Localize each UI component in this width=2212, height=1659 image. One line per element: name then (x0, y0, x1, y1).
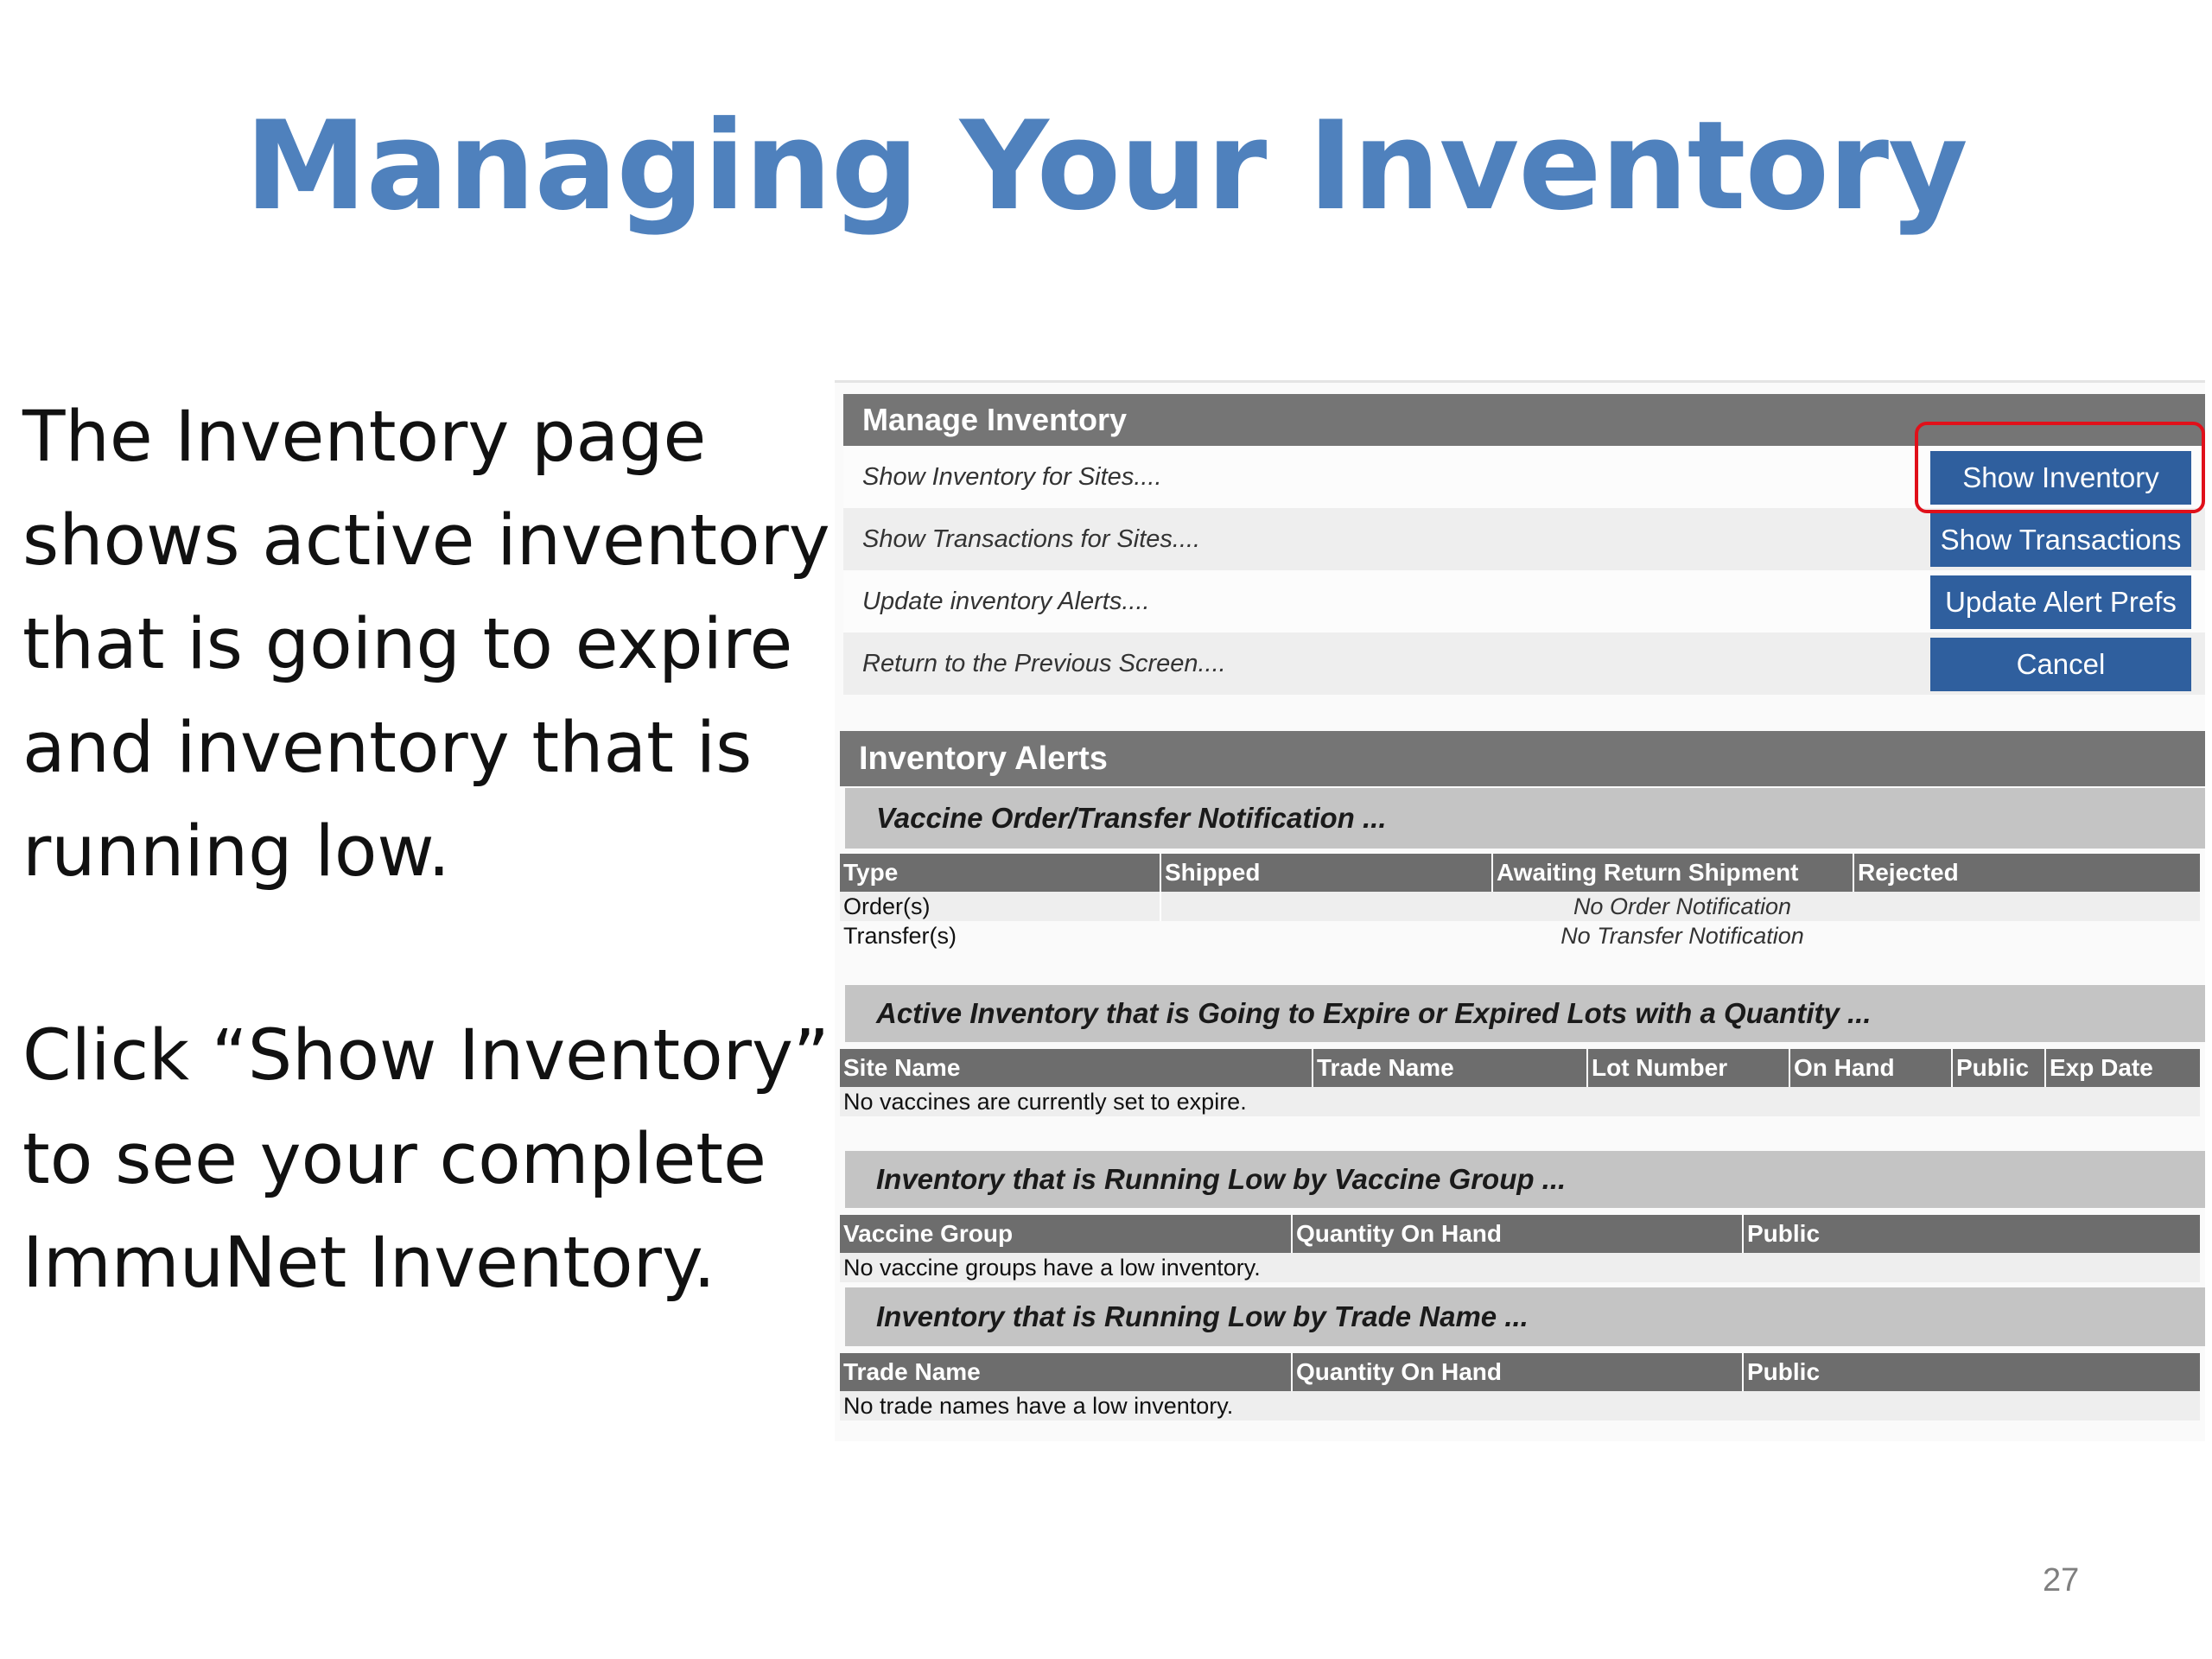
instruction-paragraph: Click “Show Inventory” to see your compl… (22, 1004, 830, 1315)
manage-row-label: Update inventory Alerts.... (862, 588, 1150, 615)
column-header: Site Name (843, 1054, 961, 1081)
row-message: No Order Notification (1573, 893, 1792, 919)
low-by-trade-section-heading: Inventory that is Running Low by Trade N… (845, 1287, 2205, 1346)
column-header: Vaccine Group (843, 1220, 1014, 1247)
intro-line: The Inventory page (22, 397, 707, 478)
manage-row-label: Show Inventory for Sites.... (862, 463, 1162, 491)
notification-table-header: Type Shipped Awaiting Return Shipment Re… (840, 854, 2200, 892)
table-row: No trade names have a low inventory. (840, 1391, 2200, 1421)
table-row: Transfer(s) No Transfer Notification (840, 921, 2200, 950)
notification-section-heading: Vaccine Order/Transfer Notification ... (845, 788, 2205, 849)
row-message: No Transfer Notification (1560, 923, 1804, 949)
table-row: Order(s) No Order Notification (840, 892, 2200, 921)
expiring-section-heading: Active Inventory that is Going to Expire… (845, 985, 2205, 1042)
column-header: Awaiting Return Shipment (1491, 854, 1853, 892)
low-by-group-table-header: Vaccine Group Quantity On Hand Public (840, 1215, 2200, 1253)
empty-message: No vaccines are currently set to expire. (843, 1089, 1247, 1115)
column-header: Trade Name (1312, 1049, 1586, 1087)
column-header: Public (1951, 1049, 2044, 1087)
low-by-trade-table-header: Trade Name Quantity On Hand Public (840, 1353, 2200, 1391)
show-inventory-button[interactable]: Show Inventory (1930, 451, 2191, 505)
manage-row-label: Return to the Previous Screen.... (862, 650, 1226, 677)
manage-row-cancel: Return to the Previous Screen.... Cancel (843, 632, 2205, 695)
intro-line: running low. (22, 811, 450, 893)
column-header: Exp Date (2044, 1049, 2200, 1087)
intro-line: and inventory that is (22, 708, 753, 789)
update-alert-prefs-button[interactable]: Update Alert Prefs (1930, 575, 2191, 629)
screenshot-top-border (835, 380, 2205, 391)
intro-paragraph: The Inventory page shows active inventor… (22, 385, 830, 904)
empty-message: No vaccine groups have a low inventory. (843, 1255, 1261, 1281)
table-row: No vaccine groups have a low inventory. (840, 1253, 2200, 1282)
row-type: Transfer(s) (843, 923, 957, 949)
manage-row-label: Show Transactions for Sites.... (862, 525, 1201, 553)
empty-message: No trade names have a low inventory. (843, 1393, 1234, 1419)
instruction-line: ImmuNet Inventory. (22, 1223, 716, 1304)
instruction-line: to see your complete (22, 1119, 766, 1200)
column-header: Trade Name (843, 1358, 981, 1385)
table-row: No vaccines are currently set to expire. (840, 1087, 2200, 1116)
manage-inventory-header: Manage Inventory (843, 394, 2205, 446)
manage-row-show-transactions: Show Transactions for Sites.... Show Tra… (843, 508, 2205, 570)
manage-row-update-alerts: Update inventory Alerts.... Update Alert… (843, 570, 2205, 632)
low-by-group-section-heading: Inventory that is Running Low by Vaccine… (845, 1151, 2205, 1208)
column-header: Rejected (1853, 854, 2200, 892)
slide-title: Managing Your Inventory (245, 95, 1967, 238)
expiring-table-header: Site Name Trade Name Lot Number On Hand … (840, 1049, 2200, 1087)
row-type: Order(s) (843, 893, 931, 919)
column-header: Lot Number (1586, 1049, 1789, 1087)
column-header: Shipped (1160, 854, 1491, 892)
inventory-alerts-header: Inventory Alerts (840, 731, 2205, 786)
column-header: On Hand (1789, 1049, 1951, 1087)
cancel-button[interactable]: Cancel (1930, 638, 2191, 691)
page-number: 27 (2043, 1562, 2080, 1599)
show-transactions-button[interactable]: Show Transactions (1930, 513, 2191, 567)
intro-line: shows active inventory (22, 500, 830, 582)
cell-divider (1160, 892, 1161, 921)
column-header: Type (843, 859, 899, 886)
column-header: Quantity On Hand (1291, 1353, 1742, 1391)
column-header: Public (1742, 1353, 2200, 1391)
inventory-screenshot: Manage Inventory Show Inventory for Site… (835, 380, 2205, 1441)
manage-row-show-inventory: Show Inventory for Sites.... Show Invent… (843, 446, 2205, 508)
instruction-line: Click “Show Inventory” (22, 1015, 830, 1096)
column-header: Quantity On Hand (1291, 1215, 1742, 1253)
column-header: Public (1742, 1215, 2200, 1253)
intro-line: that is going to expire (22, 604, 793, 685)
